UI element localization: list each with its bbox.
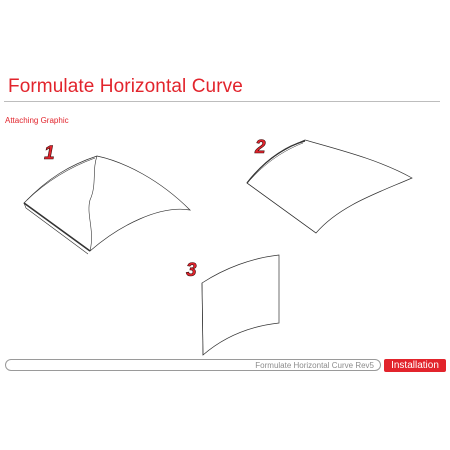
step-2-illustration: 2 [246,137,413,234]
page-title: Formulate Horizontal Curve [8,76,243,97]
footer-bar: Formulate Horizontal Curve Rev5 [5,359,381,371]
step-1-number: 1 [44,143,55,164]
step-1-illustration: 1 [23,143,192,255]
step-3-illustration: 3 [186,254,280,356]
title-divider [4,101,440,102]
document-revision-label: Formulate Horizontal Curve Rev5 [255,361,374,370]
section-subtitle: Attaching Graphic [5,116,69,125]
section-badge: Installation [384,359,446,372]
step-2-number: 2 [254,137,266,158]
step-3-number: 3 [186,260,197,281]
